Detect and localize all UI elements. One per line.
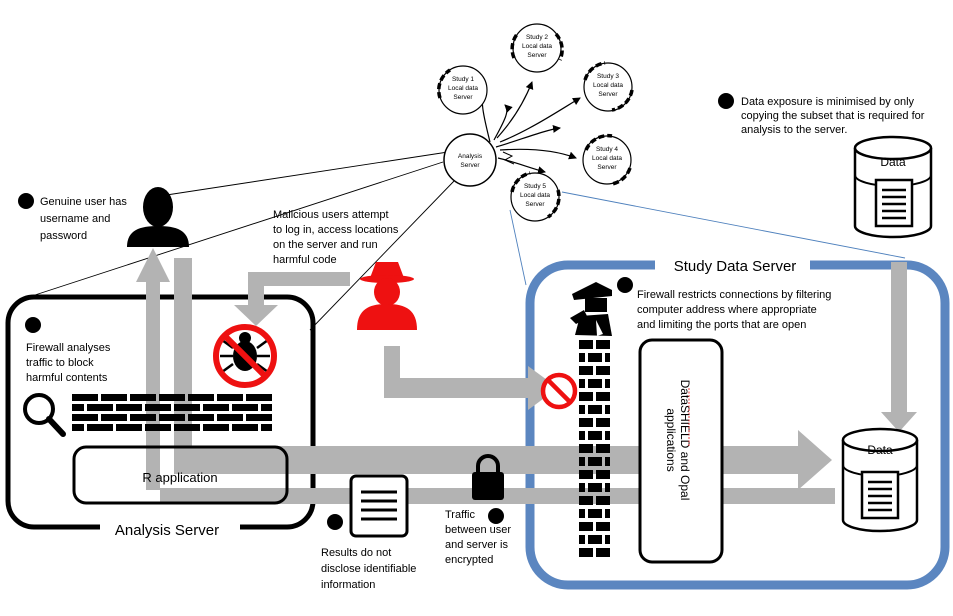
svg-text:Server: Server [597,164,617,171]
note-2-line: password [40,230,87,242]
malicious-note-text: Malicious users attempt to log in, acces… [273,209,399,266]
magnifier-icon [23,393,66,437]
malicious-note-line: Malicious users attempt [273,209,389,221]
database-top-label: Data [880,155,906,169]
note-4-line: Firewall restricts connections by filter… [637,289,831,301]
connector-lines [34,151,456,331]
arrow-up-to-user [136,248,170,490]
datashield-label-line2: applications [664,408,678,471]
malicious-note-line: harmful code [273,254,337,266]
badge-3-number: 3 [30,321,36,332]
analysis-server-node-label: Analysis [458,153,483,160]
svg-text:Study 3: Study 3 [597,73,619,80]
svg-text:Local data: Local data [520,192,550,199]
note-4-line: and limiting the ports that are open [637,319,806,331]
badge-2-number: 2 [23,197,29,208]
note-6-line: information [321,579,375,591]
user-icon [127,187,189,247]
study-2-server: Study 2 Local data Server [510,23,564,73]
svg-text:Server: Server [460,162,480,169]
note-1-text: Data exposure is minimised by only copyi… [741,96,925,136]
malicious-note-line: on the server and run [273,239,378,251]
note-3-line: harmful contents [26,372,108,384]
badge-6: 6 [327,514,343,530]
badge-5: 5 [488,508,504,524]
security-guard-icon [570,282,612,336]
svg-text:Study 1: Study 1 [452,76,474,83]
badge-4-number: 4 [622,281,628,292]
svg-text:Study 2: Study 2 [526,34,548,41]
study-server-link-lines [509,191,906,286]
note-4-line: computer address where appropriate [637,304,817,316]
note-2-text: Genuine user has username and password [40,196,127,242]
note-3-text: Firewall analyses traffic to block harmf… [26,342,111,384]
note-1-line: analysis to the server. [741,124,847,136]
note-6-line: Results do not [321,547,391,559]
analysis-firewall [72,394,272,431]
note-3-line: traffic to block [26,357,94,369]
note-2-line: Genuine user has [40,196,127,208]
svg-text:Study 4: Study 4 [596,146,618,153]
r-application-box [72,445,289,505]
no-entry-icon [540,372,578,410]
svg-text:Local data: Local data [592,155,622,162]
database-icon-top: Data [853,135,933,239]
note-6-line: disclose identifiable [321,563,416,575]
note-1-line: Data exposure is minimised by only [741,96,915,108]
note-5-text: Traffic between user and server is encry… [445,509,511,566]
network-cluster: Study 1 Local data Server Study 2 Local … [436,23,634,222]
arrow-malicious-to-study [384,346,558,410]
study-5-server: Study 5 Local data Server [510,171,561,222]
arrow-user-to-data [174,258,832,490]
analysis-server-node: Analysis Server [443,133,497,187]
database-bottom-label: Data [867,443,893,457]
svg-text:Server: Server [525,201,545,208]
note-5-line: and server is [445,539,508,551]
svg-text:Local data: Local data [522,43,552,50]
hacker-icon [357,262,417,330]
r-application-label: R application [142,470,217,485]
badge-3: 3 [25,317,41,333]
svg-text:Study 5: Study 5 [524,183,546,190]
svg-text:Server: Server [453,94,473,101]
badge-4: 4 [617,277,633,293]
document-icon [349,474,409,538]
note-6-text: Results do not disclose identifiable inf… [321,547,416,591]
network-arrows [476,81,581,175]
datashield-label-line1: DataSHIELD and Opal [678,380,692,501]
datashield-box [638,338,724,564]
note-5-line: Traffic [445,509,475,521]
study-4-server: Study 4 Local data Server [582,133,632,186]
svg-text:Local data: Local data [448,85,478,92]
study-data-server-title: Study Data Server [674,258,797,275]
svg-text:Server: Server [527,52,547,59]
badge-5-number: 5 [493,512,499,523]
datashield-label: DataSHIELD and Opal applications [664,380,692,501]
badge-2: 2 [18,193,34,209]
database-icon-bottom: Data [841,427,919,533]
svg-text:Local data: Local data [593,82,623,89]
note-2-line: username and [40,213,110,225]
padlock-icon [472,454,504,500]
badge-6-number: 6 [332,518,338,529]
bug-blocked-icon [213,324,277,388]
badge-1-number: 1 [723,97,729,108]
analysis-server-title: Analysis Server [115,522,219,539]
arrow-malicious-to-login [234,272,350,326]
note-3-line: Firewall analyses [26,342,111,354]
arrow-data-down [881,262,917,432]
note-4-text: Firewall restricts connections by filter… [637,289,831,331]
study-3-server: Study 3 Local data Server [583,61,634,112]
badge-1: 1 [718,93,734,109]
study-firewall [579,340,610,557]
malicious-note-line: to log in, access locations [273,224,399,236]
note-5-line: between user [445,524,511,536]
svg-text:Server: Server [598,91,618,98]
note-1-line: copying the subset that is required for [741,110,925,122]
study-1-server: Study 1 Local data Server [436,65,488,115]
note-5-line: encrypted [445,554,493,566]
